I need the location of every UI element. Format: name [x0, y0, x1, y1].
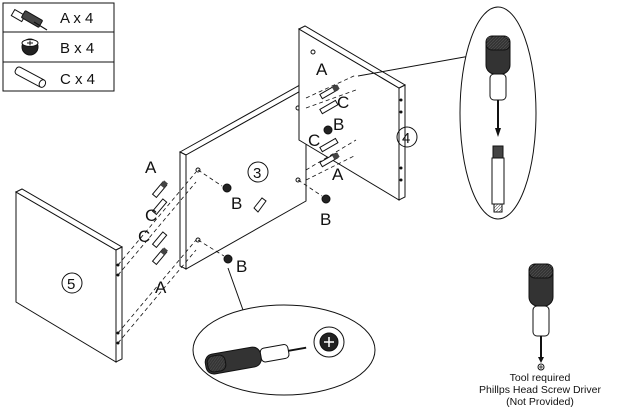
tool-caption: Tool required Phillps Head Screw Driver …	[455, 372, 619, 408]
panel-3: 3	[178, 84, 308, 270]
panel-4-number: 4	[402, 130, 410, 147]
panel-4: 4	[297, 25, 418, 201]
cam-lock-icon	[21, 38, 39, 56]
panel-3-number: 3	[253, 165, 261, 182]
label-a: A	[155, 278, 167, 297]
tool-caption-line-3: (Not Provided)	[506, 396, 574, 408]
label-a: A	[316, 60, 328, 79]
legend-text-b: B x 4	[60, 40, 94, 57]
zoom-bubble-camlock	[192, 267, 376, 396]
label-a: A	[145, 158, 157, 177]
zoom-bubble-dowel	[357, 6, 537, 220]
label-b: B	[320, 210, 331, 229]
wood-dowel-icon	[14, 66, 47, 88]
assembly-lines-left	[117, 171, 197, 344]
screwdriver-icon	[528, 263, 554, 371]
label-c: C	[138, 227, 150, 246]
label-b: B	[236, 257, 247, 276]
panel-5-number: 5	[67, 276, 75, 293]
label-b: B	[333, 115, 344, 134]
left-hardware	[151, 180, 168, 266]
label-a: A	[332, 165, 344, 184]
right-hardware	[297, 84, 340, 204]
legend-text-c: C x 4	[60, 71, 95, 88]
label-b: B	[231, 194, 242, 213]
panel-5: 5	[14, 188, 124, 363]
parts-legend: A x 4 B x 4 C x 4	[2, 2, 115, 92]
label-c: C	[337, 93, 349, 112]
label-c: C	[308, 131, 320, 150]
label-c: C	[145, 206, 157, 225]
legend-text-a: A x 4	[60, 10, 93, 27]
part-labels: A C C A B B A C B C A B	[138, 60, 349, 297]
cam-locks-center	[197, 169, 233, 264]
dowel-screw-icon	[10, 8, 48, 31]
assembly-lines-right	[305, 74, 357, 181]
tool-caption-line-2: Phillps Head Screw Driver	[479, 384, 601, 396]
tool-caption-line-1: Tool required	[509, 372, 571, 384]
